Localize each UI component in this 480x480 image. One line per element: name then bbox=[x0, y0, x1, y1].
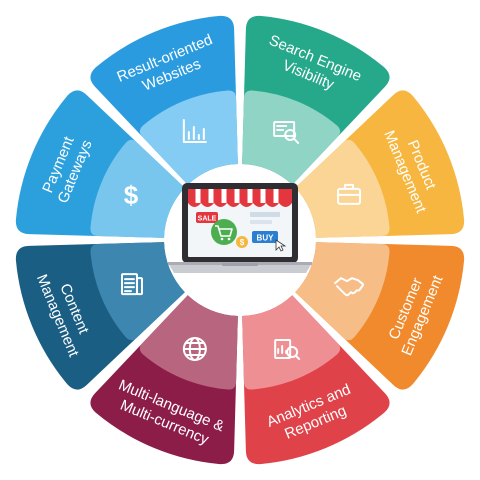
product-info-lines bbox=[250, 212, 280, 224]
briefcase-icon bbox=[337, 183, 362, 205]
segment-payment bbox=[15, 90, 185, 238]
cursor-icon bbox=[275, 239, 287, 252]
laptop-shop-icon: SALE $ BUY bbox=[168, 183, 312, 273]
laptop-base bbox=[168, 263, 312, 273]
segment-inner-band bbox=[90, 139, 185, 238]
sale-badge: SALE bbox=[196, 212, 218, 223]
buy-button: BUY bbox=[252, 231, 278, 243]
segment-analytics-and bbox=[242, 295, 390, 465]
shop-awning bbox=[188, 189, 292, 207]
document-icon bbox=[120, 273, 143, 296]
handshake-icon bbox=[334, 277, 365, 297]
segment-search-engine bbox=[242, 15, 390, 185]
globe-currency-icon bbox=[182, 337, 207, 362]
price-coin-text: $ bbox=[240, 238, 245, 247]
sale-badge-text: SALE bbox=[198, 216, 217, 223]
icons-layer: $ bbox=[120, 118, 365, 362]
shopping-cart-icon bbox=[211, 219, 237, 245]
segment-inner-band bbox=[242, 90, 341, 185]
segments-layer bbox=[15, 15, 465, 465]
price-coin: $ bbox=[236, 236, 248, 248]
bar-chart-icon bbox=[182, 118, 207, 143]
dollar-icon: $ bbox=[124, 180, 139, 210]
dollar-icon-glyph: $ bbox=[124, 180, 139, 210]
buy-button-text: BUY bbox=[257, 234, 275, 243]
analytics-icon bbox=[274, 339, 301, 361]
search-engine-icon bbox=[273, 120, 300, 144]
segment-inner-band bbox=[242, 295, 341, 390]
